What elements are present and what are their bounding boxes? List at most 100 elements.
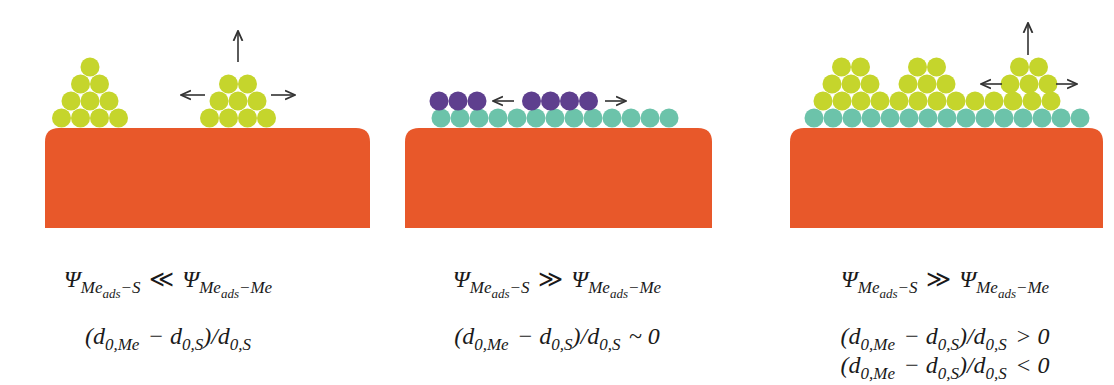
- formula-text: > 0: [1015, 323, 1049, 349]
- atom: [81, 92, 100, 111]
- atom: [814, 92, 833, 111]
- formula-text: (d: [841, 323, 861, 349]
- subscript: Me: [81, 278, 103, 297]
- subscript: 0,S: [986, 364, 1007, 383]
- atom: [890, 92, 909, 111]
- atom: [248, 92, 267, 111]
- atom: [470, 109, 489, 128]
- atom: [489, 109, 508, 128]
- formula-text: ≪: [149, 266, 174, 292]
- formula: (d0,Me− d0,S)/d0,S> 0: [841, 324, 1050, 353]
- atom: [1033, 109, 1052, 128]
- atom: [985, 92, 1004, 111]
- atom: [861, 75, 880, 94]
- atom: [852, 92, 871, 111]
- formula-text: Ψ: [453, 266, 470, 292]
- atom: [823, 75, 842, 94]
- formula-text: (d: [454, 323, 474, 349]
- atom: [219, 109, 238, 128]
- formula-text: Ψ: [959, 266, 976, 292]
- atom: [210, 92, 229, 111]
- atom: [522, 92, 541, 111]
- atom: [871, 92, 890, 111]
- atom: [451, 109, 470, 128]
- subscript: 0,S: [938, 335, 959, 354]
- subscript: 0,Me: [861, 335, 895, 354]
- arrow: [271, 94, 294, 96]
- substrate: [790, 128, 1103, 228]
- formula: (d0,Me− d0,S)/d0,S: [85, 324, 251, 353]
- formula: (d0,Me− d0,S)/d0,S< 0: [841, 353, 1050, 382]
- arrow: [237, 32, 239, 62]
- atom: [919, 109, 938, 128]
- atom: [909, 92, 928, 111]
- atom: [1042, 92, 1061, 111]
- atom: [1039, 75, 1058, 94]
- atom: [937, 75, 956, 94]
- subscript: −S: [898, 278, 918, 297]
- subscript: Me: [470, 278, 492, 297]
- atom: [881, 109, 900, 128]
- subscript: −Me: [628, 278, 661, 297]
- subscript: ads: [491, 286, 509, 301]
- atom: [641, 109, 660, 128]
- atom: [842, 75, 861, 94]
- formula: (d0,Me− d0,S)/d0,S~ 0: [454, 324, 660, 353]
- atom: [862, 109, 881, 128]
- formula-text: Ψ: [841, 266, 858, 292]
- subscript: ads: [221, 286, 239, 301]
- atom: [52, 109, 71, 128]
- formula-text: Ψ: [64, 266, 81, 292]
- atom: [928, 92, 947, 111]
- formula-text: − d: [903, 323, 937, 349]
- subscript: ads: [610, 286, 628, 301]
- atom: [527, 109, 546, 128]
- arrow: [182, 94, 205, 96]
- substrate: [405, 128, 712, 228]
- subscript: 0,S: [599, 335, 620, 354]
- subscript: −Me: [239, 278, 272, 297]
- arrow: [1056, 83, 1076, 85]
- atom: [805, 109, 824, 128]
- atom: [833, 92, 852, 111]
- formula-text: )/d: [573, 323, 600, 349]
- subscript: Me: [199, 278, 221, 297]
- subscript: 0,S: [182, 335, 203, 354]
- subscript: 0,S: [986, 335, 1007, 354]
- atom: [603, 109, 622, 128]
- arrow: [494, 100, 514, 102]
- formula-text: ~ 0: [629, 323, 660, 349]
- atom: [565, 109, 584, 128]
- atom: [546, 109, 565, 128]
- atom: [90, 75, 109, 94]
- atom: [1071, 109, 1090, 128]
- atom: [62, 92, 81, 111]
- atom: [560, 92, 579, 111]
- subscript: 0,S: [551, 335, 572, 354]
- motion-arrows: [182, 24, 1076, 101]
- atom: [918, 75, 937, 94]
- atom: [229, 92, 248, 111]
- atom: [947, 92, 966, 111]
- atom: [238, 75, 257, 94]
- substrate: [45, 128, 370, 228]
- atom: [90, 109, 109, 128]
- formula-text: Ψ: [571, 266, 588, 292]
- subscript: Me: [858, 278, 880, 297]
- atom: [468, 92, 487, 111]
- atom: [908, 58, 927, 77]
- atom: [1001, 75, 1020, 94]
- formula: ΨMeads−S≫ΨMeads−Me: [453, 267, 661, 300]
- formula-text: (d: [85, 323, 105, 349]
- formula-text: )/d: [203, 323, 230, 349]
- atom: [843, 109, 862, 128]
- arrow: [605, 100, 625, 102]
- atom: [219, 75, 238, 94]
- atom: [81, 58, 100, 77]
- atom: [579, 92, 598, 111]
- subscript: ads: [102, 286, 120, 301]
- atom: [622, 109, 641, 128]
- atom: [1029, 58, 1048, 77]
- arrow: [982, 83, 1002, 85]
- atom: [660, 109, 679, 128]
